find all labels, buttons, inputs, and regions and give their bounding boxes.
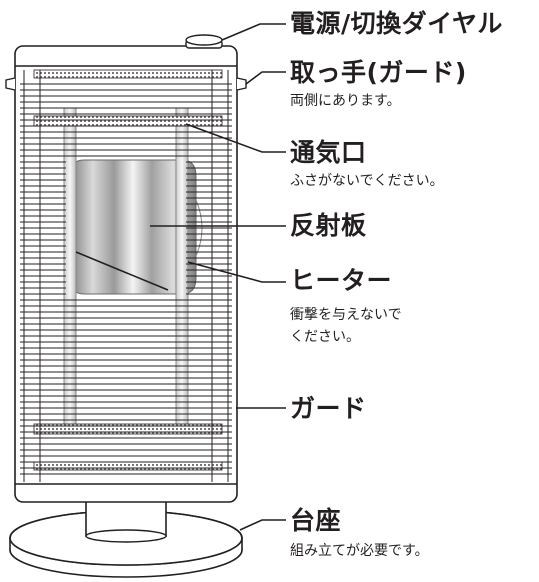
guard-grille [20, 70, 232, 482]
reflector-label: 反射板 [290, 211, 367, 240]
base-stand [9, 499, 243, 578]
leader-lines [75, 23, 286, 531]
leader-vent [185, 123, 286, 153]
heater-note-line1: 衝撃を与えないで [290, 307, 402, 323]
vent-note: ふさがないでください。 [290, 173, 444, 189]
dial-label: 電源/切換ダイヤル [290, 9, 503, 38]
base-label: 台座 [290, 506, 342, 535]
dial-knob [185, 34, 223, 49]
heater-label: ヒーター [290, 266, 393, 295]
handle-label: 取っ手(ガード) [290, 58, 467, 87]
guard-label: ガード [290, 394, 367, 423]
leader-handle [245, 71, 286, 85]
leader-base [239, 519, 286, 531]
base-note: 組み立てが必要です。 [290, 543, 429, 559]
heater-note-line2: ください。 [290, 329, 360, 345]
heater-tube [63, 107, 189, 431]
leader-dial [221, 23, 286, 41]
leader-heater [75, 251, 286, 291]
handle-note: 両側にあります。 [290, 93, 401, 109]
vent-label: 通気口 [290, 138, 367, 167]
